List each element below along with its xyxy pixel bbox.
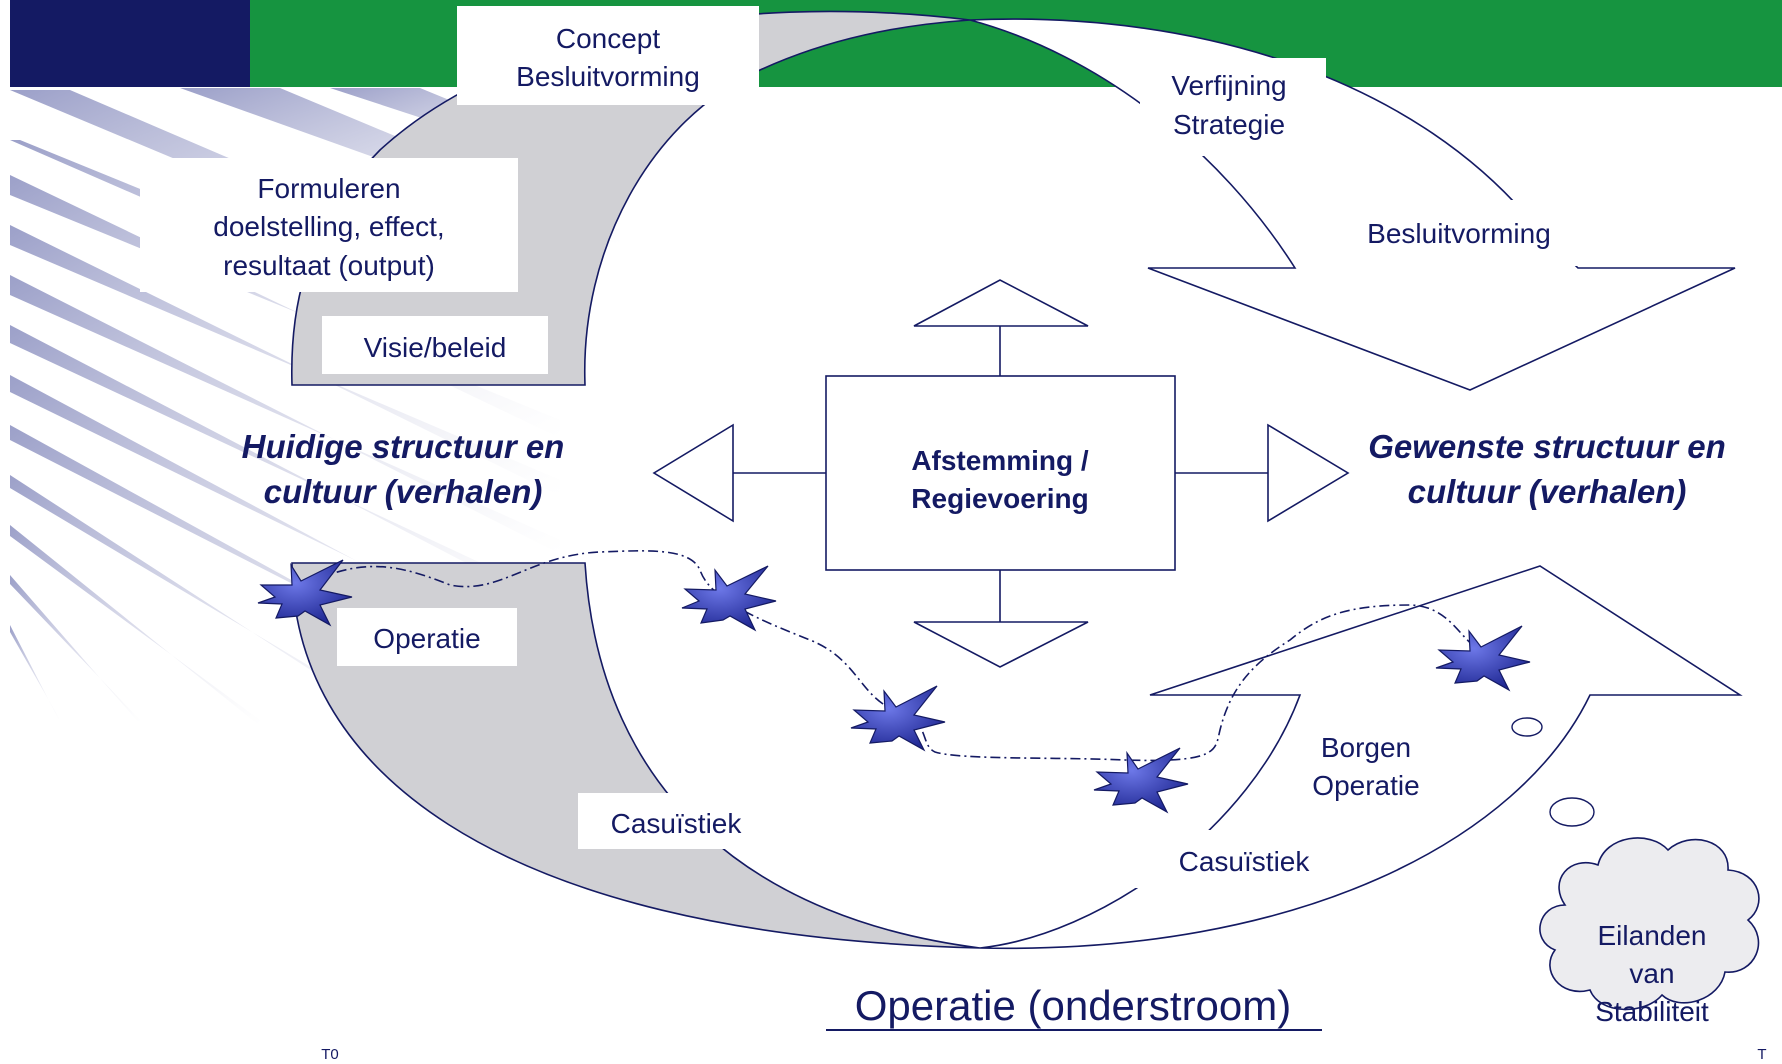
operatie-box [337,608,517,666]
star-icon [257,559,353,627]
borgen-line-1: Borgen [1321,732,1411,763]
up-arrow [913,279,1089,327]
star-icon [1093,747,1189,814]
t-label: T [1757,1046,1766,1059]
huidige-line-2: cultuur (verhalen) [264,473,543,510]
casuistiek-left-label: Casuïstiek [611,808,743,839]
central-coordination-box: Afstemming / Regievoering [652,279,1350,668]
concept-line-1: Concept [556,23,661,54]
formuleren-line-3: resultaat (output) [223,250,435,281]
borgen-line-2: Operatie [1312,770,1419,801]
onderstroom-title: Operatie (onderstroom) [855,982,1292,1029]
thought-bubble-medium [1549,797,1595,827]
besluitvorming-label: Besluitvorming [1367,218,1551,249]
afstemming-line-1: Afstemming / [911,445,1089,476]
stability-stars [257,559,1531,814]
stability-cloud [1539,837,1760,1011]
visie-box [322,316,548,374]
left-arrow [652,423,734,523]
visie-label: Visie/beleid [364,332,507,363]
eilanden-line-3: Stabiliteit [1595,996,1709,1027]
eilanden-line-2: van [1629,958,1674,989]
star-icon [681,565,777,632]
thought-bubble-small [1511,717,1543,737]
casuistiek-right-box [1135,830,1325,888]
concept-box [457,6,759,105]
huidige-line-1: Huidige structuur en [242,428,565,465]
stability-path [299,550,1481,762]
gewenste-line-1: Gewenste structuur en [1368,428,1726,465]
gewenste-line-2: cultuur (verhalen) [1408,473,1687,510]
t0-label: T0 [321,1046,339,1059]
down-arrow [913,621,1089,668]
star-icon [1435,625,1531,692]
casuistiek-right-label: Casuïstiek [1179,846,1311,877]
afstemming-line-2: Regievoering [911,483,1088,514]
verfijning-line-2: Strategie [1173,109,1285,140]
formuleren-box [140,158,518,292]
eilanden-line-1: Eilanden [1598,920,1707,951]
star-icon [850,685,946,752]
verfijning-box [1140,58,1326,156]
right-arrow [1267,423,1350,523]
header-navy-bar [10,0,250,87]
verfijning-line-1: Verfijning [1171,70,1286,101]
bottom-right-arrow [979,565,1743,950]
formuleren-line-2: doelstelling, effect, [213,211,444,242]
concept-line-2: Besluitvorming [516,61,700,92]
formuleren-line-1: Formuleren [257,173,400,204]
besluitvorming-box [1338,200,1582,266]
operatie-label: Operatie [373,623,480,654]
casuistiek-left-box [578,793,774,849]
